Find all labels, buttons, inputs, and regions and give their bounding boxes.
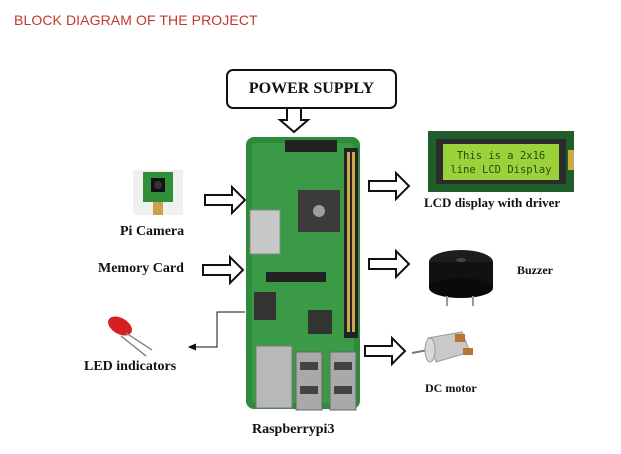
power-supply-label: POWER SUPPLY bbox=[248, 80, 375, 97]
raspberrypi-label: Raspberrypi3 bbox=[252, 422, 335, 437]
memory-card-label: Memory Card bbox=[98, 261, 184, 276]
led-image bbox=[108, 316, 153, 357]
pi-camera-label: Pi Camera bbox=[120, 224, 185, 239]
buzzer-label: Buzzer bbox=[517, 263, 553, 277]
buzzer-arrow bbox=[368, 248, 411, 280]
dc-motor-label: DC motor bbox=[425, 381, 477, 395]
buzzer-image bbox=[429, 250, 493, 306]
lcd-module-image bbox=[428, 131, 574, 192]
diagram-title: BLOCK DIAGRAM OF THE PROJECT bbox=[14, 12, 258, 28]
lcd-line-2: line LCD Display bbox=[450, 164, 552, 176]
dc-motor-image bbox=[411, 331, 473, 363]
lcd-line-1: This is a 2x16 bbox=[456, 150, 546, 162]
lcd-label: LCD display with driver bbox=[424, 195, 561, 210]
power-supply-box: POWER SUPPLY bbox=[226, 69, 397, 109]
camera-arrow bbox=[204, 184, 247, 216]
raspberry-pi-board bbox=[246, 137, 360, 411]
power-arrow bbox=[277, 107, 311, 134]
led-indicators-label: LED indicators bbox=[84, 359, 177, 374]
lcd-arrow bbox=[368, 170, 411, 202]
pi-camera-image bbox=[133, 170, 183, 215]
motor-arrow bbox=[364, 335, 407, 367]
memory-card-arrow bbox=[202, 254, 245, 286]
lcd-screen-text: This is a 2x16 line LCD Display bbox=[443, 146, 559, 180]
led-connector bbox=[187, 311, 245, 351]
